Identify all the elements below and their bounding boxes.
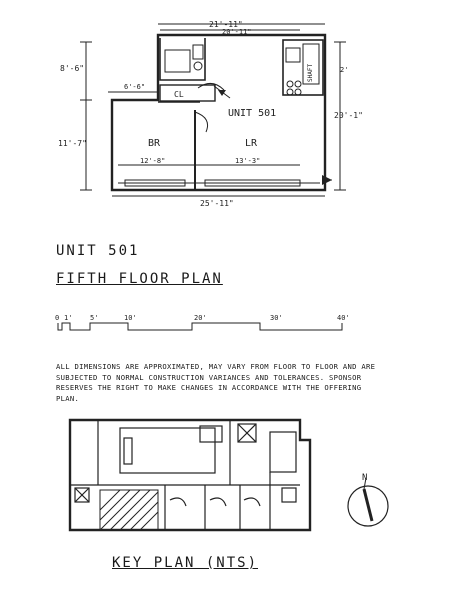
scale-label-1: 1': [64, 314, 72, 322]
room-label-br: BR: [148, 138, 161, 149]
dim-right-small: 2': [340, 66, 348, 74]
north-arrow: [347, 477, 389, 527]
dim-br-width: 12'-8": [140, 157, 165, 165]
shaft-label: SHAFT: [307, 64, 314, 82]
dim-top-partial: 20'-11": [222, 28, 252, 36]
key-plan-drawing: [68, 418, 312, 532]
floor-plan-title: FIFTH FLOOR PLAN: [56, 271, 223, 287]
dim-left-short: 6'-6": [124, 83, 145, 91]
key-plan-title: KEY PLAN (NTS): [112, 555, 259, 571]
scale-label-20: 20': [194, 314, 207, 322]
dimensions-disclaimer: All dimensions are approximated, may var…: [56, 362, 376, 403]
room-label-lr: LR: [245, 138, 258, 149]
dim-right-overall: 20'-1": [334, 111, 363, 120]
room-label-cl: CL: [174, 90, 184, 99]
key-plan-unit-highlight: [99, 489, 159, 531]
scale-label-40: 40': [337, 314, 350, 322]
dim-bottom-overall: 25'-11": [200, 199, 234, 208]
dim-left-lower: 11'-7": [58, 139, 87, 148]
dim-left-upper: 8'-6": [60, 64, 84, 73]
dim-top-overall: 21'-11": [209, 20, 243, 29]
scale-label-30: 30': [270, 314, 283, 322]
scale-label-5: 5': [90, 314, 98, 322]
dim-lr-width: 13'-3": [235, 157, 260, 165]
north-label: N: [362, 473, 367, 483]
unit-label: UNIT 501: [228, 108, 276, 119]
unit-title: UNIT 501: [56, 243, 140, 259]
scale-bar: [57, 322, 343, 331]
scale-label-0: 0: [55, 314, 59, 322]
scale-label-10: 10': [124, 314, 137, 322]
